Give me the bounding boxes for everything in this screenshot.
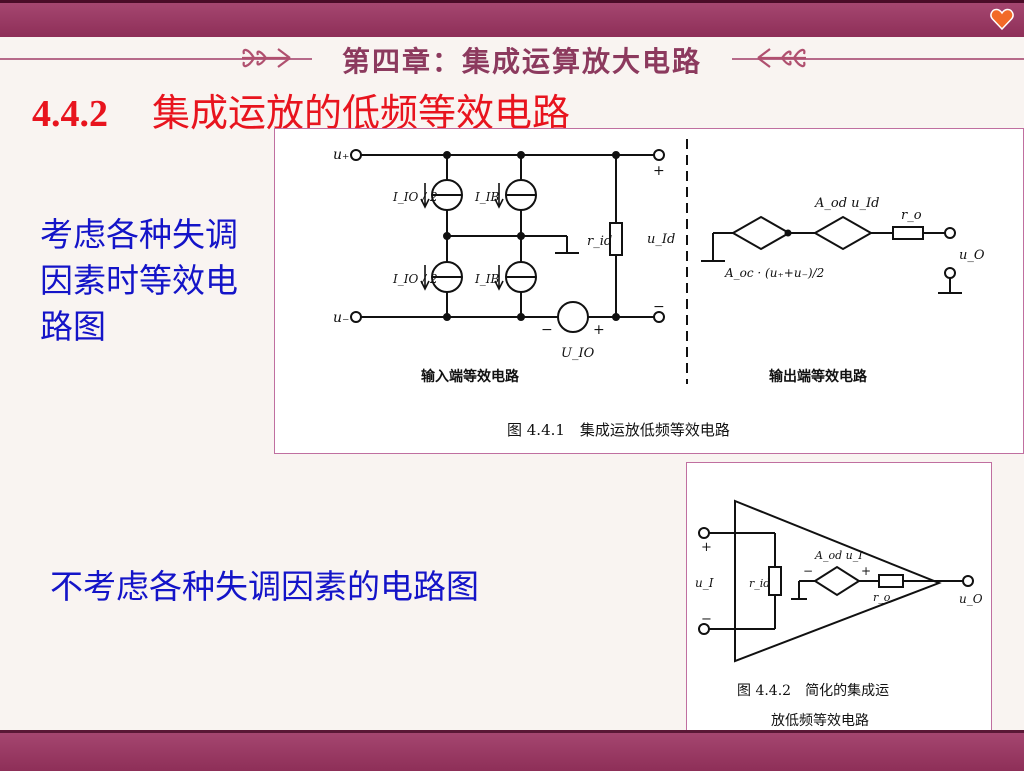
output-section-label: 输出端等效电路 [769,368,868,385]
figure-4-4-2: + − u_I r_id A_od u_I − + r_o u_O 图 4.4.… [686,462,992,762]
section-number: 4.4.2 [32,93,108,135]
i-ib-label: I_IB [474,272,499,286]
a-od-u-id-label: A_od u_Id [814,196,880,211]
left-note: 考虑各种失调因素时等效电路图 [40,215,238,346]
r-o-label: r_o [901,208,922,223]
bottom-note: 不考虑各种失调因素的电路图 [50,567,479,606]
u-io-label: U_IO [561,346,595,361]
plus-sign: + [861,564,871,578]
r-id-label: r_id [749,577,770,590]
u-o-label: u_O [959,592,983,606]
u-minus-label: u₋ [333,310,349,326]
r-o-label: r_o [873,591,891,604]
u-id-label: u_Id [647,232,675,247]
figure2-caption-line2: 放低频等效电路 [771,712,869,729]
minus-sign: − [653,299,665,315]
a-od-u-i-label: A_od u_I [814,549,863,562]
u-i-label: u_I [695,576,714,590]
u-o-label: u_O [959,248,985,263]
figure1-caption: 图 4.4.1 集成运放低频等效电路 [507,421,730,439]
bottom-bar [0,730,1024,771]
arrow-flourish-icon [242,48,291,68]
section-title: 4.4.2 集成运放的低频等效电路 [32,82,570,137]
i-io-half-label: I_IO / 2 [392,272,438,286]
a-oc-term-label: A_oc · (u₊+u₋)/2 [724,266,824,280]
figure-4-4-1: u₊ u₋ + − I_IO / 2 I_IB I_IO / 2 I_IB r_… [274,128,1024,454]
arrow-flourish-icon [757,48,806,68]
figure2-caption-line1: 图 4.4.2 简化的集成运 [737,682,889,699]
u-plus-label: u₊ [333,147,349,163]
minus-sign: − [541,322,553,338]
plus-sign: + [653,163,665,179]
top-bar [0,0,1024,37]
plus-sign: + [701,540,712,555]
r-id-label: r_id [587,234,612,249]
heart-icon [990,8,1014,30]
i-io-half-label: I_IO / 2 [392,190,438,204]
equivalent-circuit-diagram: u₊ u₋ + − I_IO / 2 I_IB I_IO / 2 I_IB r_… [333,139,985,439]
plus-sign: + [593,322,605,338]
section-title-text: 集成运放的低频等效电路 [152,91,571,135]
chapter-title: 第四章：集成运算放大电路 [312,40,732,78]
minus-sign: − [803,564,813,578]
i-ib-label: I_IB [474,190,499,204]
simplified-circuit-diagram: + − u_I r_id A_od u_I − + r_o u_O 图 4.4.… [695,499,983,729]
minus-sign: − [701,612,712,627]
input-section-label: 输入端等效电路 [421,368,520,385]
